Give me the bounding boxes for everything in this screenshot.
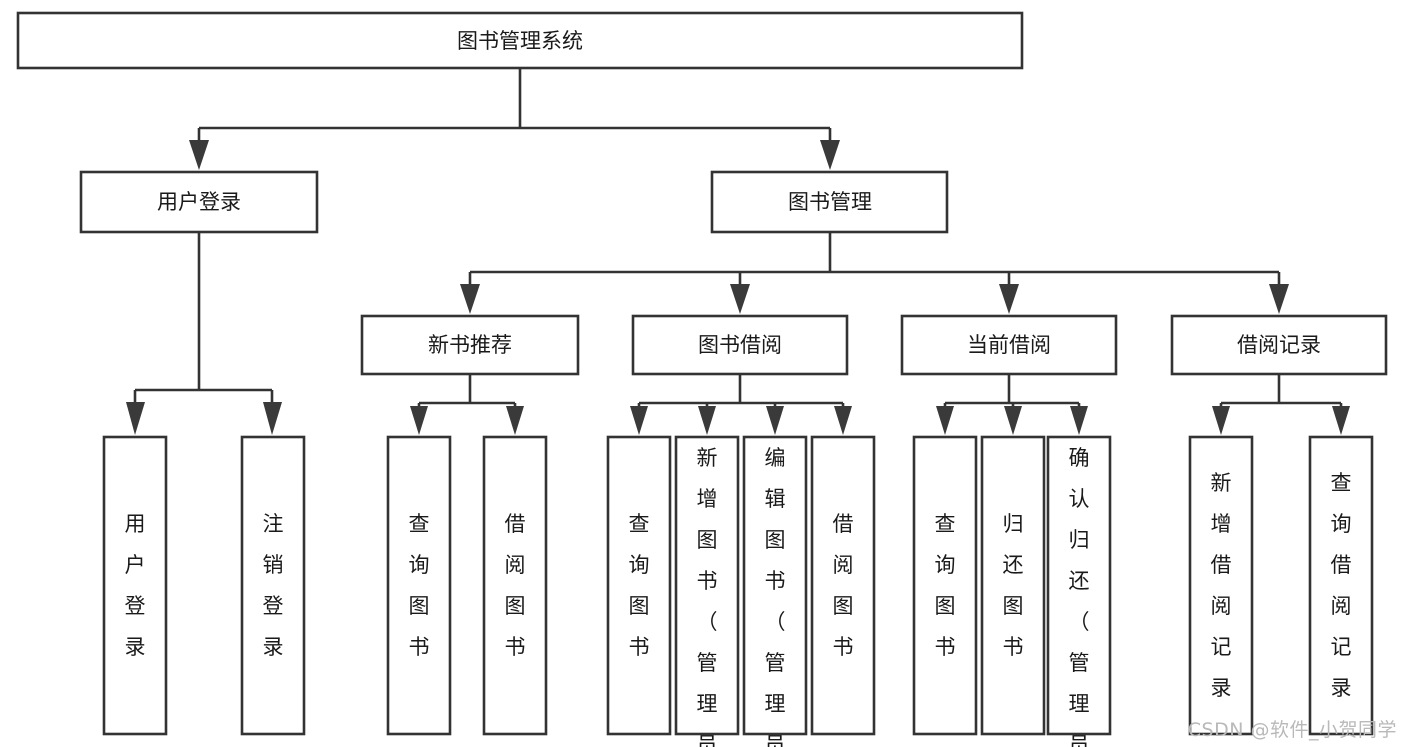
leaf-node-add-book-admin[interactable]: 新增图书（管理员） — [674, 435, 740, 747]
node-book-management-box — [710, 170, 949, 234]
leaf-label-add-book-admin: 新增图书（管理员） — [697, 446, 718, 747]
leaf-box-query-book-current — [912, 435, 978, 736]
leaf-box-add-book-admin — [674, 435, 740, 736]
leaf-node-return-book[interactable]: 归还图书 — [980, 435, 1046, 736]
node-new-book-recommend-box — [360, 314, 580, 376]
arrow-head-current-leaf-1 — [936, 406, 954, 435]
leaf-node-query-borrow-record[interactable]: 查询借阅记录 — [1308, 435, 1374, 736]
leaf-box-query-book-recommend — [386, 435, 452, 736]
leaf-label-return-book: 归还图书 — [1003, 512, 1024, 659]
leaf-box-query-book-borrow — [606, 435, 672, 736]
leaf-box-logout — [240, 435, 306, 736]
leaf-label-query-book-borrow: 查询图书 — [629, 512, 650, 659]
node-book-borrow-label: 图书借阅 — [698, 333, 782, 357]
arrow-head-recommend-leaf-2 — [506, 406, 524, 435]
leaf-box-borrow-book — [810, 435, 876, 736]
arrow-head-current-borrow — [999, 284, 1019, 314]
leaf-node-edit-book-admin[interactable]: 编辑图书（管理员） — [742, 435, 808, 747]
leaf-node-logout[interactable]: 注销登录 — [240, 435, 306, 736]
arrow-head-book-manage — [820, 140, 840, 170]
leaf-box-user-login — [102, 435, 168, 736]
connector-lines — [126, 68, 1350, 435]
node-user-login[interactable]: 用户登录 — [79, 170, 319, 234]
leaf-box-return-book — [980, 435, 1046, 736]
arrow-head-borrow-leaf-2 — [698, 406, 716, 435]
arrow-head-current-leaf-2 — [1004, 406, 1022, 435]
arrow-head-user-login — [189, 140, 209, 170]
arrow-head-leaf-user-login — [126, 402, 145, 435]
leaf-label-query-borrow-record: 查询借阅记录 — [1331, 471, 1352, 700]
leaf-label-edit-book-admin: 编辑图书（管理员） — [765, 446, 786, 747]
leaf-label-user-login: 用户登录 — [125, 512, 146, 659]
node-user-login-label: 用户登录 — [157, 190, 241, 214]
arrow-head-record-leaf-2 — [1332, 406, 1350, 435]
leaf-label-add-borrow-record: 新增借阅记录 — [1211, 471, 1232, 700]
leaf-label-query-book-current: 查询图书 — [935, 512, 956, 659]
leaf-label-logout: 注销登录 — [263, 512, 284, 659]
node-new-book-recommend-label: 新书推荐 — [428, 333, 512, 357]
node-root-box — [16, 11, 1024, 70]
leaf-box-confirm-return-admin — [1046, 435, 1112, 736]
arrow-head-book-borrow — [730, 284, 750, 314]
node-book-management[interactable]: 图书管理 — [710, 170, 949, 234]
node-root-label: 图书管理系统 — [457, 29, 583, 53]
arrow-head-borrow-leaf-1 — [630, 406, 648, 435]
leaf-node-query-book-current[interactable]: 查询图书 — [912, 435, 978, 736]
node-book-borrow[interactable]: 图书借阅 — [631, 314, 849, 376]
arrow-head-borrow-record — [1269, 284, 1289, 314]
arrow-head-borrow-leaf-4 — [834, 406, 852, 435]
node-current-borrow-label: 当前借阅 — [967, 333, 1051, 357]
leaf-label-confirm-return-admin: 确认归还（管理员） — [1069, 446, 1090, 747]
leaf-box-edit-book-admin — [742, 435, 808, 736]
leaf-box-query-borrow-record — [1308, 435, 1374, 736]
node-current-borrow-box — [900, 314, 1118, 376]
arrow-head-recommend-leaf-1 — [410, 406, 428, 435]
arrow-head-new-book-recommend — [460, 284, 480, 314]
leaf-node-query-book-borrow[interactable]: 查询图书 — [606, 435, 672, 736]
node-new-book-recommend[interactable]: 新书推荐 — [360, 314, 580, 376]
leaf-box-add-borrow-record — [1188, 435, 1254, 736]
leaf-node-confirm-return-admin[interactable]: 确认归还（管理员） — [1046, 435, 1112, 747]
arrow-head-current-leaf-3 — [1070, 406, 1088, 435]
arrow-head-record-leaf-1 — [1212, 406, 1230, 435]
node-book-borrow-box — [631, 314, 849, 376]
leaf-label-borrow-book-recommend: 借阅图书 — [505, 512, 526, 659]
leaf-node-add-borrow-record[interactable]: 新增借阅记录 — [1188, 435, 1254, 736]
leaf-nodes-layer: 用户登录 注销登录 查询图书 借阅图书 查询图书 新增图书（管理员） — [102, 435, 1374, 747]
arrow-head-borrow-leaf-3 — [766, 406, 784, 435]
arrow-head-leaf-logout — [263, 402, 282, 435]
node-borrow-record-box — [1170, 314, 1388, 376]
csdn-watermark: CSDN @软件_小贺同学 — [1187, 719, 1397, 741]
leaf-node-user-login[interactable]: 用户登录 — [102, 435, 168, 736]
node-borrow-record[interactable]: 借阅记录 — [1170, 314, 1388, 376]
leaf-box-borrow-book-recommend — [482, 435, 548, 736]
node-root-system[interactable]: 图书管理系统 — [16, 11, 1024, 70]
leaf-node-borrow-book-recommend[interactable]: 借阅图书 — [482, 435, 548, 736]
node-current-borrow[interactable]: 当前借阅 — [900, 314, 1118, 376]
node-borrow-record-label: 借阅记录 — [1237, 333, 1321, 357]
leaf-label-borrow-book: 借阅图书 — [833, 512, 854, 659]
leaf-node-borrow-book[interactable]: 借阅图书 — [810, 435, 876, 736]
leaf-node-query-book-recommend[interactable]: 查询图书 — [386, 435, 452, 736]
node-user-login-box — [79, 170, 319, 234]
node-book-management-label: 图书管理 — [788, 190, 872, 214]
leaf-label-query-book-recommend: 查询图书 — [409, 512, 430, 659]
